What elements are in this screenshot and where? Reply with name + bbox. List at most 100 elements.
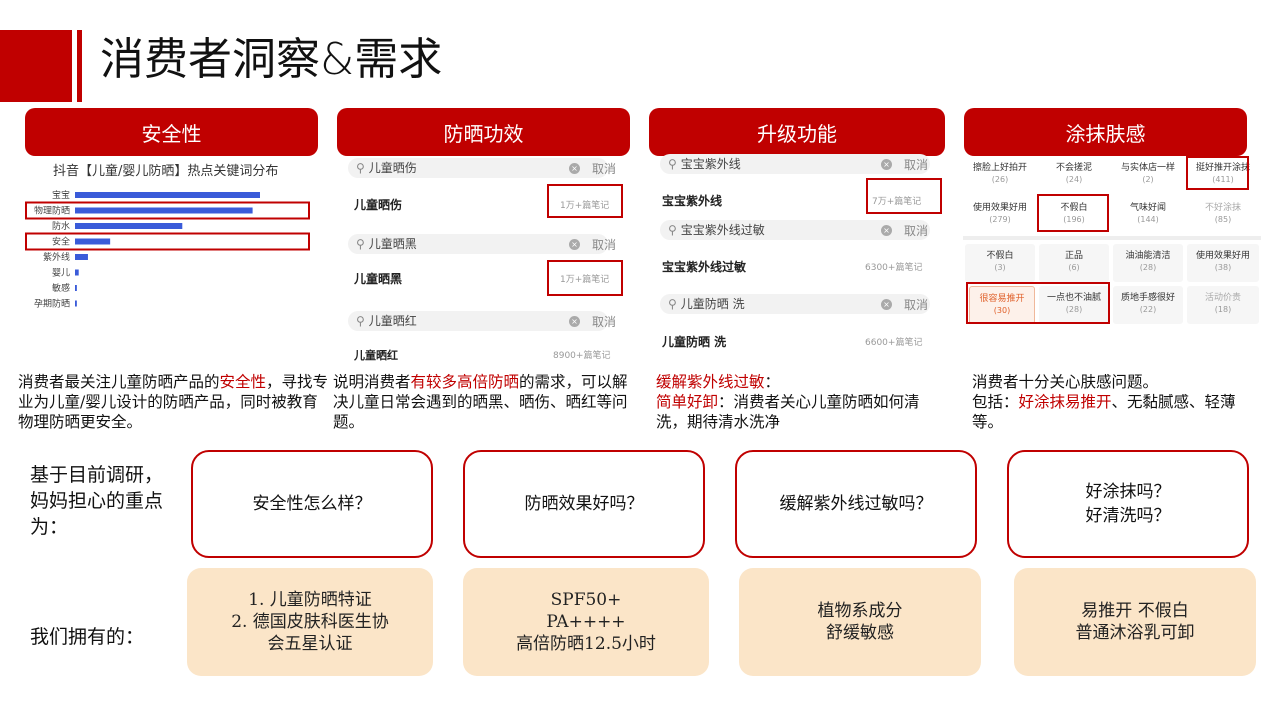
column-header-safety: 安全性 [25,108,318,156]
clear-icon[interactable]: × [569,163,580,174]
search-bar[interactable]: ⚲儿童防晒 洗 [660,294,930,314]
highlight-box [1186,156,1249,190]
note-count: 8900+篇笔记 [553,351,611,361]
review-tag[interactable]: 气味好闻(144) [1129,203,1166,224]
have-label: 我们拥有的： [30,626,145,648]
search-icon: ⚲ [668,157,677,171]
search-query: 儿童晒伤 [368,161,417,175]
highlight-box [25,232,310,251]
keyword-bar [75,254,88,260]
note-count: 6600+篇笔记 [865,338,923,348]
keyword-bar [75,269,79,276]
note-count: 1万+篇笔记 [560,201,610,211]
review-tag[interactable]: 使用效果好用(279) [972,203,1027,224]
review-tag[interactable]: 与实体店一样(2) [1120,163,1175,184]
review-tag[interactable]: 挺好推开涂抹(411) [1195,163,1250,184]
note-count: 1万+篇笔记 [560,275,610,285]
highlight-box [547,184,623,218]
search-result[interactable]: 宝宝紫外线 [662,194,723,208]
clear-icon[interactable]: × [569,316,580,327]
keyword-label: 敏感 [52,282,70,294]
clear-icon[interactable]: × [569,239,580,250]
answer-spf: SPF50+ PA++++ 高倍防晒12.5小时 [463,568,709,676]
cancel-link[interactable]: 取消 [592,162,617,176]
search-result[interactable]: 宝宝紫外线过敏 [662,260,747,274]
review-tag[interactable]: 活动价贵(18) [1187,286,1259,324]
review-tag[interactable]: 使用效果好用(38) [1187,244,1259,282]
page-title: 消费者洞察&需求 [100,34,443,85]
cancel-link[interactable]: 取消 [592,238,617,252]
title-accent-stripe [77,30,82,102]
insight-sun-protection: 说明消费者有较多高倍防晒的需求，可以解决儿童日常会遇到的晒黑、晒伤、晒红等问题。 [333,373,628,431]
column-header-sun-protection: 防晒功效 [337,108,630,156]
question-sun-protection: 防晒效果好吗？ [463,450,705,558]
question-safety: 安全性怎么样？ [191,450,433,558]
clear-icon[interactable]: × [881,225,892,236]
keyword-label: 婴儿 [52,268,70,279]
search-result[interactable]: 儿童晒黑 [354,272,403,286]
column-header-upgrade: 升级功能 [649,108,945,156]
keyword-label: 孕期防晒 [34,298,70,310]
search-query: 儿童晒黑 [368,237,417,251]
keyword-bar [75,192,260,198]
keyword-bar [75,300,77,307]
insight-safety: 消费者最关注儿童防晒产品的安全性，寻找专业为儿童/婴儿设计的防晒产品，同时被教育… [18,373,329,431]
column-header-texture: 涂抹肤感 [964,108,1247,156]
review-tag[interactable]: 不假白(3) [965,244,1035,282]
review-tag[interactable]: 不会搓泥(24) [1055,163,1092,184]
review-tag-highlighted[interactable]: 很容易推开(30) [969,286,1035,324]
clear-icon[interactable]: × [881,299,892,310]
keyword-label: 紫外线 [43,251,70,263]
cancel-link[interactable]: 取消 [904,158,929,172]
search-query: 儿童防晒 洗 [680,297,745,311]
search-result[interactable]: 儿童晒伤 [354,198,403,212]
keyword-label: 安全 [52,236,70,248]
highlight-box [547,260,623,296]
title-accent-block [0,30,72,102]
note-count: 6300+篇笔记 [865,263,923,273]
cancel-link[interactable]: 取消 [904,224,929,238]
search-query: 宝宝紫外线过敏 [680,223,765,237]
search-bar[interactable]: ⚲儿童晒红 [348,311,608,331]
search-bar[interactable]: ⚲儿童晒黑 [348,234,608,254]
worry-label: 基于目前调研，妈妈担心的重点为： [30,464,164,538]
highlight-box [1037,194,1109,232]
search-panel-sunburn: ⚲儿童晒伤 × 取消 儿童晒伤 1万+篇笔记 ⚲儿童晒黑 × 取消 儿童晒黑 1… [340,156,630,362]
search-panel-uv: ⚲宝宝紫外线 × 取消 宝宝紫外线 7万+篇笔记 ⚲宝宝紫外线过敏 × 取消 宝… [652,154,942,356]
chart-title: 抖音【儿童/婴儿防晒】热点关键词分布 [53,164,279,179]
search-result[interactable]: 儿童晒红 [354,349,398,362]
keyword-bar [75,285,77,291]
review-tag[interactable]: 油油能清洁(28) [1113,244,1183,282]
review-tag[interactable]: 正品(6) [1039,244,1109,282]
answer-easy-apply: 易推开 不假白 普通沐浴乳可卸 [1014,568,1256,676]
search-result[interactable]: 儿童防晒 洗 [662,335,727,349]
highlight-box [966,282,1110,324]
review-tag[interactable]: 质地手感很好(22) [1113,286,1183,324]
review-tag[interactable]: 擦脸上好拍开(26) [972,163,1027,184]
keyword-bar [75,223,183,229]
divider [963,236,1261,240]
search-query: 儿童晒红 [368,314,417,328]
answer-certification: 1. 儿童防晒特证 2. 德国皮肤科医生协 会五星认证 [187,568,433,676]
insight-upgrade: 缓解紫外线过敏：简单好卸：消费者关心儿童防晒如何清洗，期待清水洗净 [656,373,920,431]
answer-ingredients: 植物系成分 舒缓敏感 [739,568,981,676]
keyword-bar [75,238,111,245]
search-icon: ⚲ [668,223,677,237]
search-bar[interactable]: ⚲宝宝紫外线 [660,154,930,174]
clear-icon[interactable]: × [881,159,892,170]
keyword-bar [75,207,253,214]
review-tag-grid: 擦脸上好拍开(26) 不会搓泥(24) 与实体店一样(2) 挺好推开涂抹(411… [963,156,1261,326]
cancel-link[interactable]: 取消 [592,315,617,329]
search-bar[interactable]: ⚲宝宝紫外线过敏 [660,220,930,240]
cancel-link[interactable]: 取消 [904,298,929,312]
search-icon: ⚲ [356,161,365,175]
highlight-box [866,178,942,214]
note-count: 7万+篇笔记 [872,197,922,207]
review-tag[interactable]: 不假白(196) [1060,203,1088,224]
review-tag[interactable]: 不好涂抹(85) [1204,203,1241,224]
search-bar[interactable]: ⚲儿童晒伤 [348,158,608,178]
review-tag[interactable]: 一点也不油腻(28) [1039,286,1109,324]
search-icon: ⚲ [356,237,365,251]
question-texture: 好涂抹吗？ 好清洗吗？ [1007,450,1249,558]
